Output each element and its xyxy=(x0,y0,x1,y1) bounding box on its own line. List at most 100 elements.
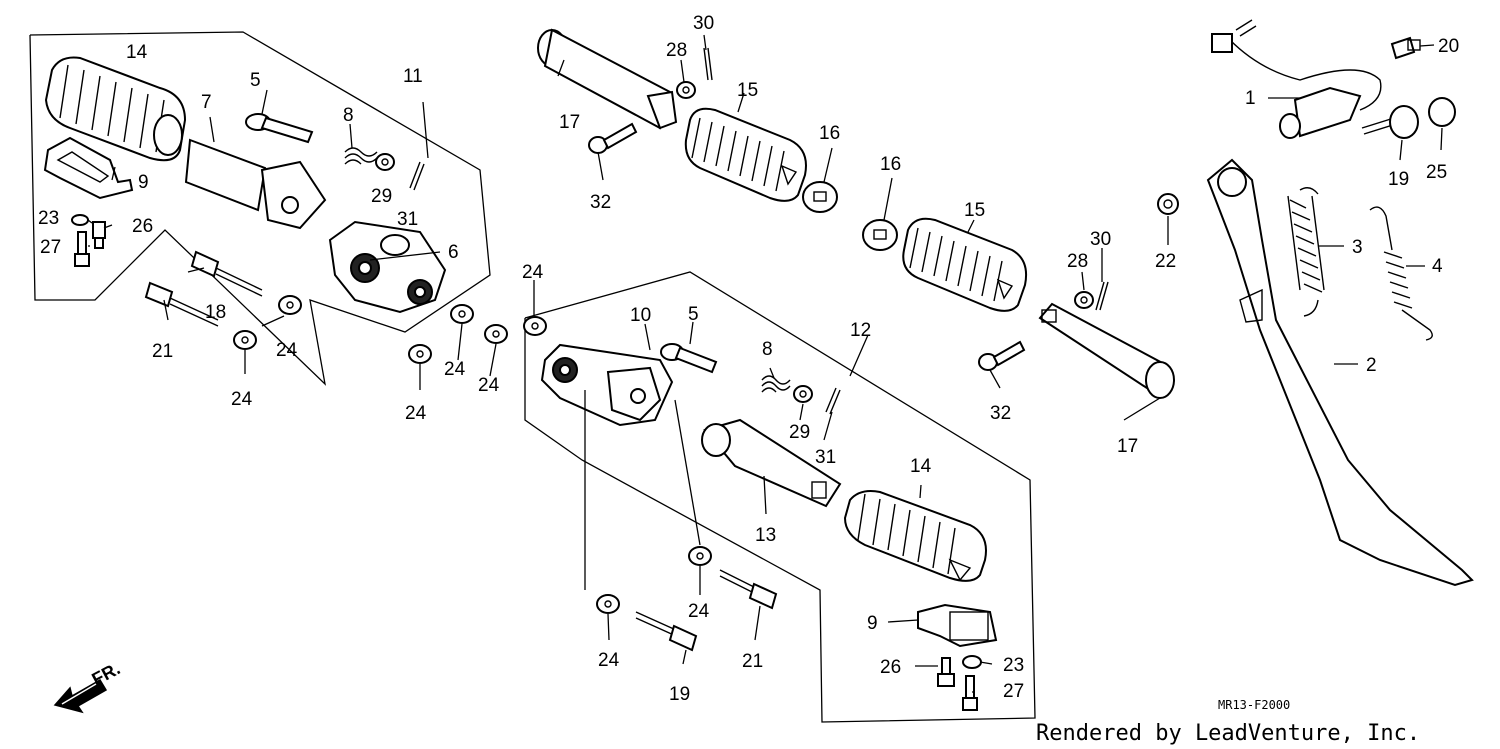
pivot-bolt-19 xyxy=(1361,105,1419,139)
callout-2: 2 xyxy=(1366,355,1377,376)
callout-1: 1 xyxy=(1245,88,1256,109)
leader-lines xyxy=(87,34,1443,693)
cap-25 xyxy=(1428,97,1456,127)
callout-8: 8 xyxy=(343,105,354,126)
spring-8-left xyxy=(344,147,378,165)
callout-17: 17 xyxy=(559,112,580,133)
footpeg-rubber-15-mid xyxy=(902,217,1028,312)
credit-text: Rendered by LeadVenture, Inc. xyxy=(1036,721,1420,746)
callout-29: 29 xyxy=(371,186,392,207)
callout-16: 16 xyxy=(880,154,901,175)
washer-24-c xyxy=(450,304,474,324)
footpeg-bracket-right xyxy=(917,603,998,648)
bolt-26-right xyxy=(937,657,955,687)
callout-9: 9 xyxy=(867,613,878,634)
callout-numbers: 14 7 5 11 8 9 29 31 23 26 27 6 18 21 24 … xyxy=(38,13,1459,705)
pin-5-right xyxy=(660,343,718,374)
callout-13: 13 xyxy=(755,525,776,546)
callout-29: 29 xyxy=(789,422,810,443)
spring-3 xyxy=(1287,187,1325,317)
bolt-21-left xyxy=(144,281,219,327)
callout-24: 24 xyxy=(405,403,427,424)
callout-26: 26 xyxy=(880,657,901,678)
footpeg-arm-13 xyxy=(701,418,842,508)
callout-30: 30 xyxy=(693,13,714,34)
callout-8: 8 xyxy=(762,339,773,360)
spring-8-right xyxy=(761,375,791,393)
left-footpeg-group-frame xyxy=(29,31,491,386)
callout-20: 20 xyxy=(1438,36,1459,57)
bolt-26-left xyxy=(92,221,106,249)
callout-28: 28 xyxy=(1067,251,1088,272)
bolt-27-right xyxy=(962,675,978,711)
bolt-27-left xyxy=(74,231,90,267)
clevis-pin-32-right xyxy=(978,340,1026,371)
callout-9: 9 xyxy=(138,172,149,193)
callout-27: 27 xyxy=(40,237,61,258)
clevis-pin-32-top xyxy=(588,122,638,154)
footpeg-shaft-17-right xyxy=(1038,302,1175,399)
callout-23: 23 xyxy=(38,208,59,229)
callout-26: 26 xyxy=(132,216,153,237)
callout-30: 30 xyxy=(1090,229,1111,250)
callout-24: 24 xyxy=(231,389,253,410)
callout-21: 21 xyxy=(742,651,763,672)
callout-18: 18 xyxy=(205,302,226,323)
footpeg-bracket-left xyxy=(43,136,134,200)
callout-19: 19 xyxy=(1388,169,1409,190)
washer-29-left xyxy=(375,153,395,171)
cotter-pin-31-right xyxy=(825,387,841,415)
pin-5-left xyxy=(245,113,314,144)
callout-6: 6 xyxy=(448,242,459,263)
footpeg-rubber-15-top xyxy=(684,107,807,202)
washer-29-right xyxy=(793,385,813,403)
callout-24: 24 xyxy=(276,340,298,361)
callout-24: 24 xyxy=(444,359,466,380)
cotter-pin-31-left xyxy=(409,161,425,191)
washer-24-g xyxy=(596,594,620,614)
footpeg-holder-left xyxy=(328,220,447,314)
footpeg-shaft-17-top xyxy=(537,28,678,130)
washer-24-a xyxy=(278,295,302,315)
washer-24-b xyxy=(233,330,257,350)
right-footpeg-group-frame xyxy=(524,271,1036,723)
callout-19: 19 xyxy=(669,684,690,705)
callout-21: 21 xyxy=(152,341,173,362)
washer-24-f xyxy=(408,344,432,364)
nut-23-right xyxy=(962,655,982,669)
callout-16: 16 xyxy=(819,123,840,144)
cotter-pin-30-right xyxy=(1095,281,1109,311)
callout-15: 15 xyxy=(964,200,985,221)
footpeg-rubber-right xyxy=(843,490,987,582)
callout-24: 24 xyxy=(598,650,620,671)
callout-24: 24 xyxy=(478,375,500,396)
callout-11: 11 xyxy=(403,66,423,87)
washer-16-mid xyxy=(862,219,898,251)
callout-17: 17 xyxy=(1117,436,1138,457)
front-direction-arrow-icon xyxy=(53,678,108,714)
washer-28-right xyxy=(1074,291,1094,309)
callout-25: 25 xyxy=(1426,162,1447,183)
washer-28-top xyxy=(676,81,696,99)
nut-23-left xyxy=(71,214,89,226)
callout-5: 5 xyxy=(688,304,699,325)
callout-14: 14 xyxy=(126,42,148,63)
callout-14: 14 xyxy=(910,456,932,477)
nut-22 xyxy=(1157,193,1179,215)
footpeg-holder-10 xyxy=(540,343,674,427)
callout-27: 27 xyxy=(1003,681,1024,702)
callout-15: 15 xyxy=(737,80,758,101)
callout-31: 31 xyxy=(397,209,418,230)
callout-3: 3 xyxy=(1352,237,1363,258)
washer-24-d xyxy=(523,316,547,336)
diagram-code: MR13-F2000 xyxy=(1218,698,1290,712)
callout-5: 5 xyxy=(250,70,261,91)
callout-22: 22 xyxy=(1155,251,1176,272)
footpeg-rubber-left xyxy=(44,56,187,162)
callout-31: 31 xyxy=(815,447,836,468)
callout-4: 4 xyxy=(1432,256,1443,277)
washer-24-h xyxy=(688,546,712,566)
bolt-21-right xyxy=(719,569,778,610)
footpeg-arm-left xyxy=(184,138,327,230)
